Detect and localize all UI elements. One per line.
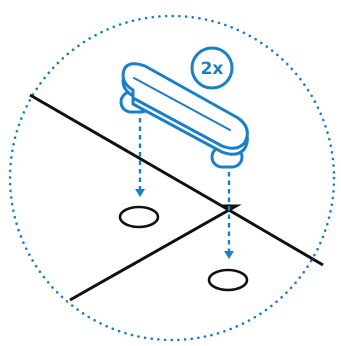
- mounting-hole-icon: [118, 205, 160, 229]
- quantity-badge-icon: 2x: [190, 46, 234, 90]
- quantity-badge-text: 2x: [201, 59, 224, 79]
- quantity-badge-circle: [190, 46, 234, 90]
- pad-highlight: [133, 77, 231, 131]
- arrow-head-left-icon: [135, 189, 145, 197]
- surface-fold-edge: [69, 204, 242, 302]
- surface-edges: [29, 93, 324, 302]
- dotted-circle-frame-icon: [8, 14, 336, 342]
- mounting-hole-icon: [207, 268, 249, 292]
- arrow-head-right-icon: [224, 251, 234, 259]
- bumper-pad-icon: [119, 62, 249, 169]
- mounting-holes: [118, 205, 249, 292]
- guide-arrows: [135, 118, 234, 259]
